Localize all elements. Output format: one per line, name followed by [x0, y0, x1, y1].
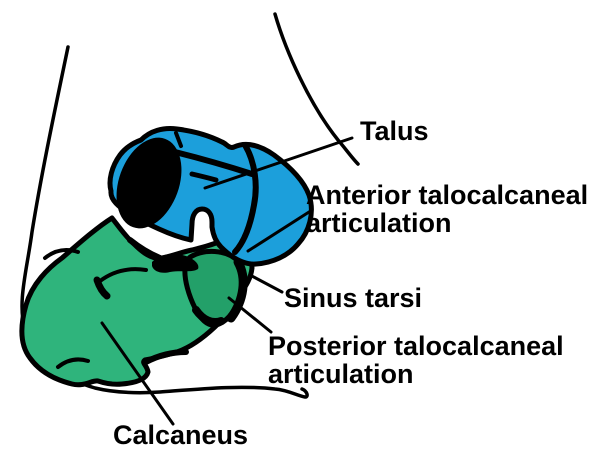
posterior-facet-lower-crescent — [192, 306, 225, 326]
sinus-tarsi-leader-line — [248, 273, 284, 294]
anterior-articulation-label-line1: Anterior talocalcaneal — [306, 180, 589, 210]
calcaneus-crease-lower — [56, 357, 90, 369]
calcaneus-crease-middle — [98, 267, 148, 283]
posterior-leader-line — [227, 296, 273, 334]
posterior-facet-right-crescent — [226, 257, 248, 323]
shin-outline-curve — [273, 12, 360, 166]
talus-neck-swoosh — [172, 149, 255, 177]
talus-articular-surface — [116, 137, 182, 229]
calcaneus-crease-comma — [93, 276, 111, 300]
talus-top-tick — [174, 131, 183, 148]
posterior-articulation-label-line2: articulation — [268, 359, 414, 389]
anterior-articulation-label-line2: articulation — [306, 208, 452, 238]
posterior-articulation-label: Posterior talocalcaneal articulation — [268, 332, 564, 388]
calcaneus-crease-upper — [43, 248, 80, 260]
talus-label: Talus — [360, 116, 429, 146]
talus-short-dash — [189, 171, 219, 183]
interosseous-gap-stroke — [127, 237, 163, 261]
posterior-articulation-label-line1: Posterior talocalcaneal — [268, 331, 564, 361]
talus-lobe-curve — [232, 142, 259, 255]
anterior-leader-line — [246, 210, 311, 253]
talus-leader-line — [203, 136, 354, 190]
calcaneus-label: Calcaneus — [113, 420, 249, 450]
calcaneus-underside-fold — [143, 349, 189, 365]
anterior-articulation-label: Anterior talocalcaneal articulation — [306, 181, 588, 237]
sinus-tarsi-shape — [152, 254, 199, 273]
calcaneus-leader-line — [100, 321, 175, 426]
heel-outline-curve — [20, 45, 309, 399]
sinus-tarsi-label: Sinus tarsi — [284, 283, 423, 313]
